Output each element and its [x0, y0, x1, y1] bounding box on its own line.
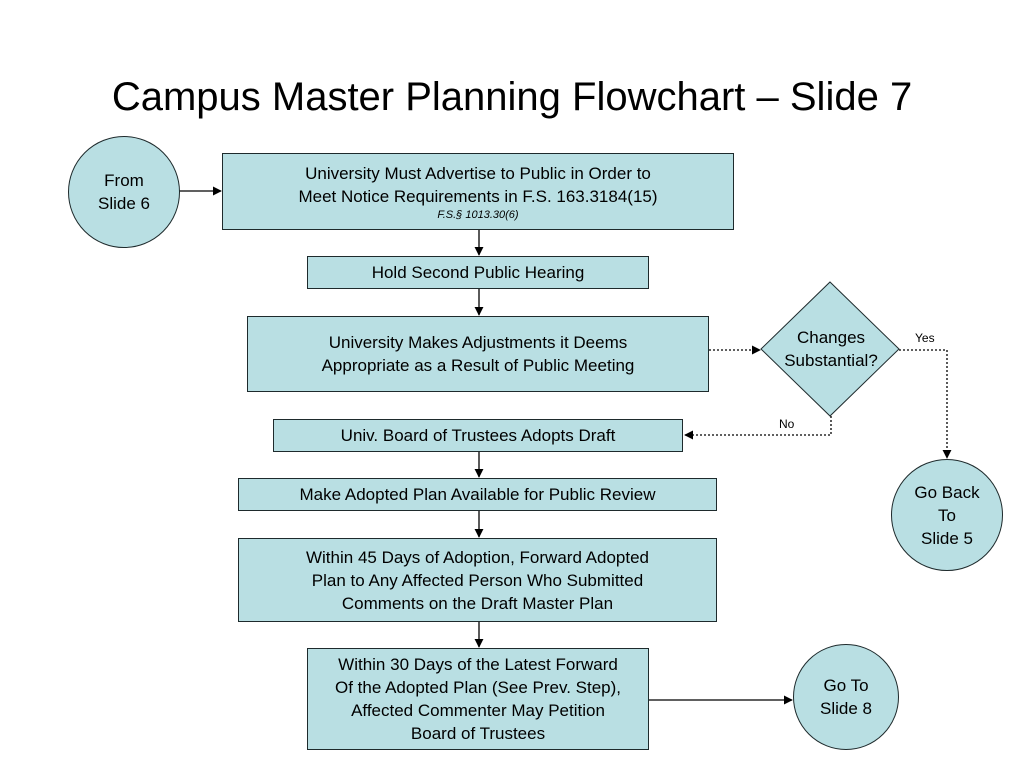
forward-plan-line-3: Comments on the Draft Master Plan — [341, 593, 614, 613]
public-review-label: Make Adopted Plan Available for Public R… — [299, 485, 656, 504]
go-to-line-1: Go To — [823, 676, 869, 695]
go-to-slide-8-connector: Go To Slide 8 — [793, 644, 899, 750]
yes-label: Yes — [915, 331, 935, 345]
advertise-line-2: Meet Notice Requirements in F.S. 163.318… — [298, 186, 658, 206]
advertise-notice-box: University Must Advertise to Public in O… — [222, 153, 734, 230]
forward-plan-line-2: Plan to Any Affected Person Who Submitte… — [311, 570, 644, 590]
slide-title: Campus Master Planning Flowchart – Slide… — [111, 75, 913, 119]
adopts-draft-label: Univ. Board of Trustees Adopts Draft — [340, 426, 616, 445]
from-slide-6-connector: From Slide 6 — [68, 136, 180, 248]
decision-line-1: Changes — [796, 328, 866, 347]
petition-line-1: Within 30 Days of the Latest Forward — [338, 655, 618, 674]
petition-line-4: Board of Trustees — [410, 724, 546, 743]
arrow-decision-no-to-adopts — [684, 416, 832, 440]
advertise-citation: F.S.§ 1013.30(6) — [437, 208, 519, 221]
petition-box: Within 30 Days of the Latest Forward Of … — [307, 648, 649, 750]
adjustments-line-2: Appropriate as a Result of Public Meetin… — [321, 356, 635, 375]
from-slide-line-1: From — [104, 171, 144, 190]
advertise-line-1: University Must Advertise to Public in O… — [305, 163, 651, 183]
forward-plan-line-1: Within 45 Days of Adoption, Forward Adop… — [305, 547, 650, 567]
second-public-hearing-box: Hold Second Public Hearing — [307, 256, 649, 289]
petition-line-3: Affected Commenter May Petition — [351, 701, 605, 720]
decision-diamond — [760, 281, 900, 417]
go-back-line-3: Slide 5 — [921, 528, 973, 548]
petition-line-2: Of the Adopted Plan (See Prev. Step), — [334, 678, 622, 697]
public-review-box: Make Adopted Plan Available for Public R… — [238, 478, 717, 511]
from-slide-line-2: Slide 6 — [98, 194, 150, 213]
no-label: No — [779, 417, 795, 431]
adjustments-box: University Makes Adjustments it Deems Ap… — [247, 316, 709, 392]
second-hearing-label: Hold Second Public Hearing — [371, 263, 585, 282]
adopts-draft-box: Univ. Board of Trustees Adopts Draft — [273, 419, 683, 452]
arrow-decision-yes-to-slide5 — [899, 349, 952, 459]
go-back-line-1: Go Back — [914, 482, 980, 502]
adjustments-line-1: University Makes Adjustments it Deems — [328, 333, 628, 352]
go-back-slide-5-connector: Go Back To Slide 5 — [891, 459, 1003, 571]
decision-line-2: Substantial? — [784, 351, 878, 370]
go-back-line-2: To — [938, 505, 956, 525]
go-to-line-2: Slide 8 — [820, 699, 872, 718]
decision-label: Changes Substantial? — [765, 326, 897, 372]
forward-plan-box: Within 45 Days of Adoption, Forward Adop… — [238, 538, 717, 622]
